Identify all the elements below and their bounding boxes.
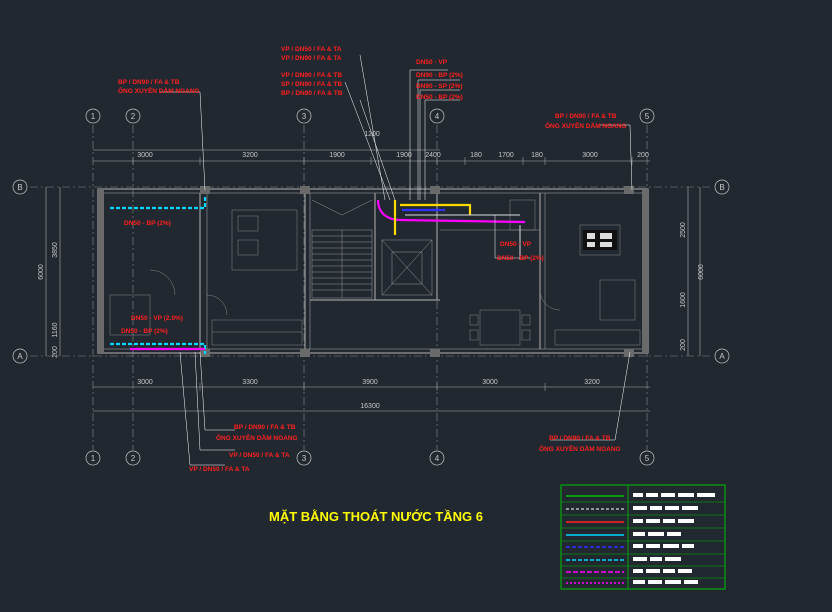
label-mid-right-b: DN50 - BP (2%) [497,255,544,262]
drawing-title: MẶT BẰNG THOÁT NƯỚC TẦNG 6 [269,509,483,524]
label-mid-right-a: DN50 - VP [500,241,532,248]
label-stair-d: SP / DN90 / FA & TB [281,81,342,88]
grid-col-3-bottom: 3 [302,454,307,463]
label-shaft-a: DN50 - VP [416,59,448,66]
label-top-right-a: BP / DN90 / FA & TB [555,113,617,120]
dim-right-0: 2500 [680,222,687,238]
label-bottom-left-d: VP / DN50 / FA & TA [189,466,250,473]
grid-col-3-top: 3 [302,112,307,121]
pipe-labels: BP / DN90 / FA & TB ỐNG XUYÊN DẦM NGANG … [118,46,627,473]
furniture [109,199,641,346]
dim-top-5: 180 [470,152,482,159]
label-top-left-a: BP / DN90 / FA & TB [118,79,180,86]
label-bottom-right-b: ỐNG XUYÊN DẦM NGANG [539,443,621,453]
label-stair-e: BP / DN90 / FA & TB [281,90,343,97]
label-bottom-left-a: BP / DN90 / FA & TB [234,424,296,431]
dim-top-8: 3000 [582,152,598,159]
label-room-left-b1: DN50 - VP (2.0%) [131,315,183,322]
grid-bubbles [12,108,730,466]
grid-col-1-top: 1 [91,112,96,121]
label-shaft-c: DN90 - SP (2%) [416,83,462,90]
dim-bottom-3: 3000 [482,379,498,386]
grid-bubble-labels: 1 2 3 4 5 1 2 3 4 5 B A B A [17,112,725,463]
dim-left-0: 6000 [38,264,45,280]
dim-top-6: 1700 [498,152,514,159]
dim-left-2: 1160 [52,322,59,337]
grid-col-5-top: 5 [645,112,650,121]
dim-left-3: 200 [52,346,59,358]
dim-top-3: 1900 [396,152,412,159]
label-top-right-b: ỐNG XUYÊN DẦM NGANG [545,120,627,130]
leader-lines [160,54,633,466]
grid-row-b-right: B [719,183,724,192]
dim-bottom-total: 16300 [360,403,380,410]
label-room-left-b2: DN50 - BP (2%) [121,328,168,335]
grid-lines [30,125,712,450]
stove [583,230,617,250]
dim-bottom-4: 3200 [584,379,600,386]
grid-col-4-top: 4 [435,112,440,121]
grid-row-a-right: A [719,352,725,361]
grid-col-5-bottom: 5 [645,454,650,463]
dim-bottom-0: 3000 [137,379,153,386]
label-shaft-b: DN90 - BP (2%) [416,72,463,79]
walls [97,188,649,354]
stair [311,199,433,299]
dimension-lines [45,149,701,412]
dim-top-2: 1900 [329,152,345,159]
legend-table [560,484,726,590]
dim-right-3: 200 [680,339,687,351]
label-top-left-b: ỐNG XUYÊN DẦM NGANG [118,85,200,95]
dim-top-9: 200 [637,152,649,159]
label-bottom-right-a: BP / DN90 / FA & TB [549,435,611,442]
dim-top-1: 3200 [242,152,258,159]
grid-col-4-bottom: 4 [435,454,440,463]
dim-bottom-2: 3900 [362,379,378,386]
dim-bottom-1: 3300 [242,379,258,386]
label-shaft-d: DN50 - BP (2%) [416,94,463,101]
wall-hatch [98,186,648,357]
label-bottom-left-c: VP / DN50 / FA & TA [229,452,290,459]
dim-top-7: 180 [531,152,543,159]
label-stair-b: VP / DN90 / FA & TA [281,55,342,62]
dimension-texts: 3000 3200 1900 1900 2400 180 1700 180 30… [38,131,705,410]
pipes [110,196,526,354]
grid-col-2-top: 2 [131,112,136,121]
label-stair-a: VP / DN50 / FA & TA [281,46,342,53]
grid-col-1-bottom: 1 [91,454,96,463]
grid-row-b-left: B [17,183,22,192]
dim-right-2: 6000 [698,264,705,280]
label-room-left-top: DN50 - BP (2%) [124,220,171,227]
dim-right-1: 1600 [680,292,687,308]
label-stair-c: VP / DN90 / FA & TB [281,72,342,79]
dim-top-small: 1200 [364,131,380,138]
grid-row-a-left: A [17,352,23,361]
grid-col-2-bottom: 2 [131,454,136,463]
dim-top-0: 3000 [137,152,153,159]
dim-top-4: 2400 [425,152,441,159]
label-bottom-left-b: ỐNG XUYÊN DẦM NGANG [216,432,298,442]
dim-left-1: 3850 [52,242,59,258]
